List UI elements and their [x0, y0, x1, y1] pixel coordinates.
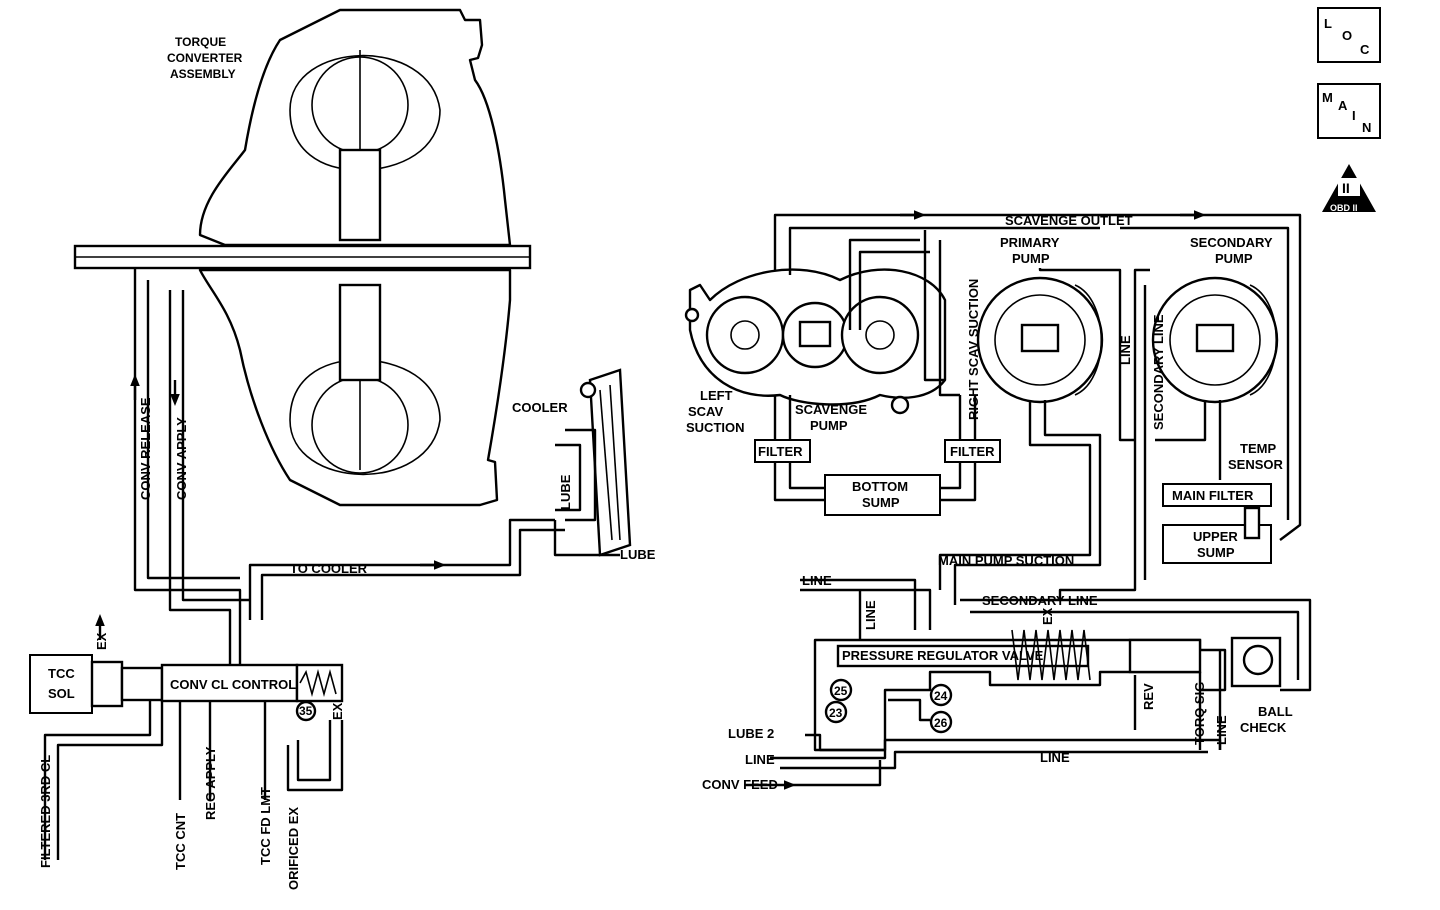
scavenge-pump: LEFT SCAV SUCTION SCAVENGE PUMP RIGHT SC…: [684, 230, 981, 435]
svg-text:35: 35: [299, 704, 313, 718]
svg-text:PUMP: PUMP: [1012, 251, 1050, 266]
main-badge: M A I N: [1317, 83, 1381, 139]
svg-text:LINE: LINE: [1214, 715, 1229, 745]
secondary-pump: SECONDARY PUMP SECONDARY LINE TEMP SENSO…: [938, 235, 1284, 600]
svg-text:REV: REV: [1141, 683, 1156, 710]
svg-text:FILTER: FILTER: [758, 444, 803, 459]
loc-badge: L O C: [1317, 7, 1381, 63]
svg-text:SCAVENGE OUTLET: SCAVENGE OUTLET: [1005, 213, 1133, 228]
svg-text:TO COOLER: TO COOLER: [290, 561, 368, 576]
svg-text:FILTERED 3RD CL: FILTERED 3RD CL: [38, 755, 53, 868]
svg-text:25: 25: [834, 684, 848, 698]
svg-text:LUBE: LUBE: [558, 474, 573, 510]
svg-text:EX: EX: [1040, 607, 1055, 625]
svg-text:C: C: [1360, 42, 1370, 57]
svg-text:BOTTOM: BOTTOM: [852, 479, 908, 494]
scavenge-outlet-line: SCAVENGE OUTLET: [773, 210, 1302, 541]
primary-pump: PRIMARY PUMP LINE: [938, 235, 1135, 605]
svg-text:OBD II: OBD II: [1330, 203, 1358, 213]
svg-text:24: 24: [934, 689, 948, 703]
svg-text:UPPER: UPPER: [1193, 529, 1238, 544]
svg-text:LINE: LINE: [745, 752, 775, 767]
svg-text:TEMP: TEMP: [1240, 441, 1276, 456]
svg-text:TCC FD LMT: TCC FD LMT: [258, 787, 273, 865]
svg-text:SUCTION: SUCTION: [686, 420, 745, 435]
svg-text:M: M: [1322, 90, 1333, 105]
svg-text:CONV RELEASE: CONV RELEASE: [138, 397, 153, 500]
svg-text:CONV FEED: CONV FEED: [702, 777, 778, 792]
svg-text:II: II: [1342, 180, 1350, 196]
svg-text:EX: EX: [94, 632, 109, 650]
svg-text:LINE: LINE: [1118, 335, 1133, 365]
svg-text:SCAVENGE: SCAVENGE: [795, 402, 867, 417]
conv-release-apply-lines: CONV RELEASE CONV APPLY: [130, 268, 250, 675]
svg-text:PUMP: PUMP: [1215, 251, 1253, 266]
svg-text:PRIMARY: PRIMARY: [1000, 235, 1060, 250]
svg-text:LEFT: LEFT: [700, 388, 733, 403]
svg-text:PUMP: PUMP: [810, 418, 848, 433]
svg-text:ASSEMBLY: ASSEMBLY: [170, 67, 236, 81]
obd-ii-badge: II OBD II: [1322, 164, 1376, 213]
svg-text:LINE: LINE: [1040, 750, 1070, 765]
svg-text:TCC CNT: TCC CNT: [173, 813, 188, 870]
svg-text:ORIFICED EX: ORIFICED EX: [286, 807, 301, 890]
svg-text:A: A: [1338, 98, 1348, 113]
svg-text:LUBE 2: LUBE 2: [728, 726, 774, 741]
svg-text:O: O: [1342, 28, 1352, 43]
svg-text:SECONDARY: SECONDARY: [1190, 235, 1273, 250]
cooler: COOLER LUBE LUBE TO COOLER: [248, 368, 656, 620]
svg-text:COOLER: COOLER: [512, 400, 568, 415]
svg-text:SOL: SOL: [48, 686, 75, 701]
svg-text:L: L: [1324, 16, 1332, 31]
svg-text:SECONDARY LINE: SECONDARY LINE: [1151, 314, 1166, 430]
svg-text:N: N: [1362, 120, 1371, 135]
pressure-regulator: LINE LINE SECONDARY LINE EX PRESSURE REG…: [702, 573, 1312, 792]
svg-text:CONVERTER: CONVERTER: [167, 51, 243, 65]
svg-text:MAIN FILTER: MAIN FILTER: [1172, 488, 1254, 503]
svg-text:BALL: BALL: [1258, 704, 1293, 719]
tcc-assembly: TCC SOL EX CONV CL CONTROL 35 EX FILTERE…: [29, 614, 345, 890]
svg-text:CONV CL CONTROL: CONV CL CONTROL: [170, 677, 296, 692]
svg-text:RIGHT SCAV SUCTION: RIGHT SCAV SUCTION: [966, 279, 981, 420]
svg-text:SUMP: SUMP: [862, 495, 900, 510]
svg-text:PRESSURE REGULATOR VALVE: PRESSURE REGULATOR VALVE: [842, 648, 1044, 663]
svg-text:SENSOR: SENSOR: [1228, 457, 1284, 472]
svg-text:TORQ SIG: TORQ SIG: [1192, 682, 1207, 745]
svg-text:LINE: LINE: [802, 573, 832, 588]
svg-text:23: 23: [829, 706, 843, 720]
svg-text:TORQUE: TORQUE: [175, 35, 226, 49]
torque-converter-assembly: TORQUE CONVERTER ASSEMBLY: [73, 8, 532, 507]
svg-text:SUMP: SUMP: [1197, 545, 1235, 560]
svg-text:FILTER: FILTER: [950, 444, 995, 459]
bottom-filters-sump: FILTER BOTTOM SUMP FILTER: [754, 395, 1001, 516]
svg-text:LINE: LINE: [863, 600, 878, 630]
svg-text:TCC: TCC: [48, 666, 75, 681]
svg-text:CONV APPLY: CONV APPLY: [174, 417, 189, 500]
svg-text:26: 26: [934, 716, 948, 730]
svg-text:SCAV: SCAV: [688, 404, 723, 419]
svg-text:LUBE: LUBE: [620, 547, 656, 562]
svg-text:REG APPLY: REG APPLY: [203, 746, 218, 820]
svg-text:SECONDARY LINE: SECONDARY LINE: [982, 593, 1098, 608]
svg-text:EX: EX: [330, 702, 345, 720]
svg-text:I: I: [1352, 108, 1356, 123]
svg-text:CHECK: CHECK: [1240, 720, 1287, 735]
svg-text:MAIN PUMP SUCTION: MAIN PUMP SUCTION: [938, 553, 1074, 568]
